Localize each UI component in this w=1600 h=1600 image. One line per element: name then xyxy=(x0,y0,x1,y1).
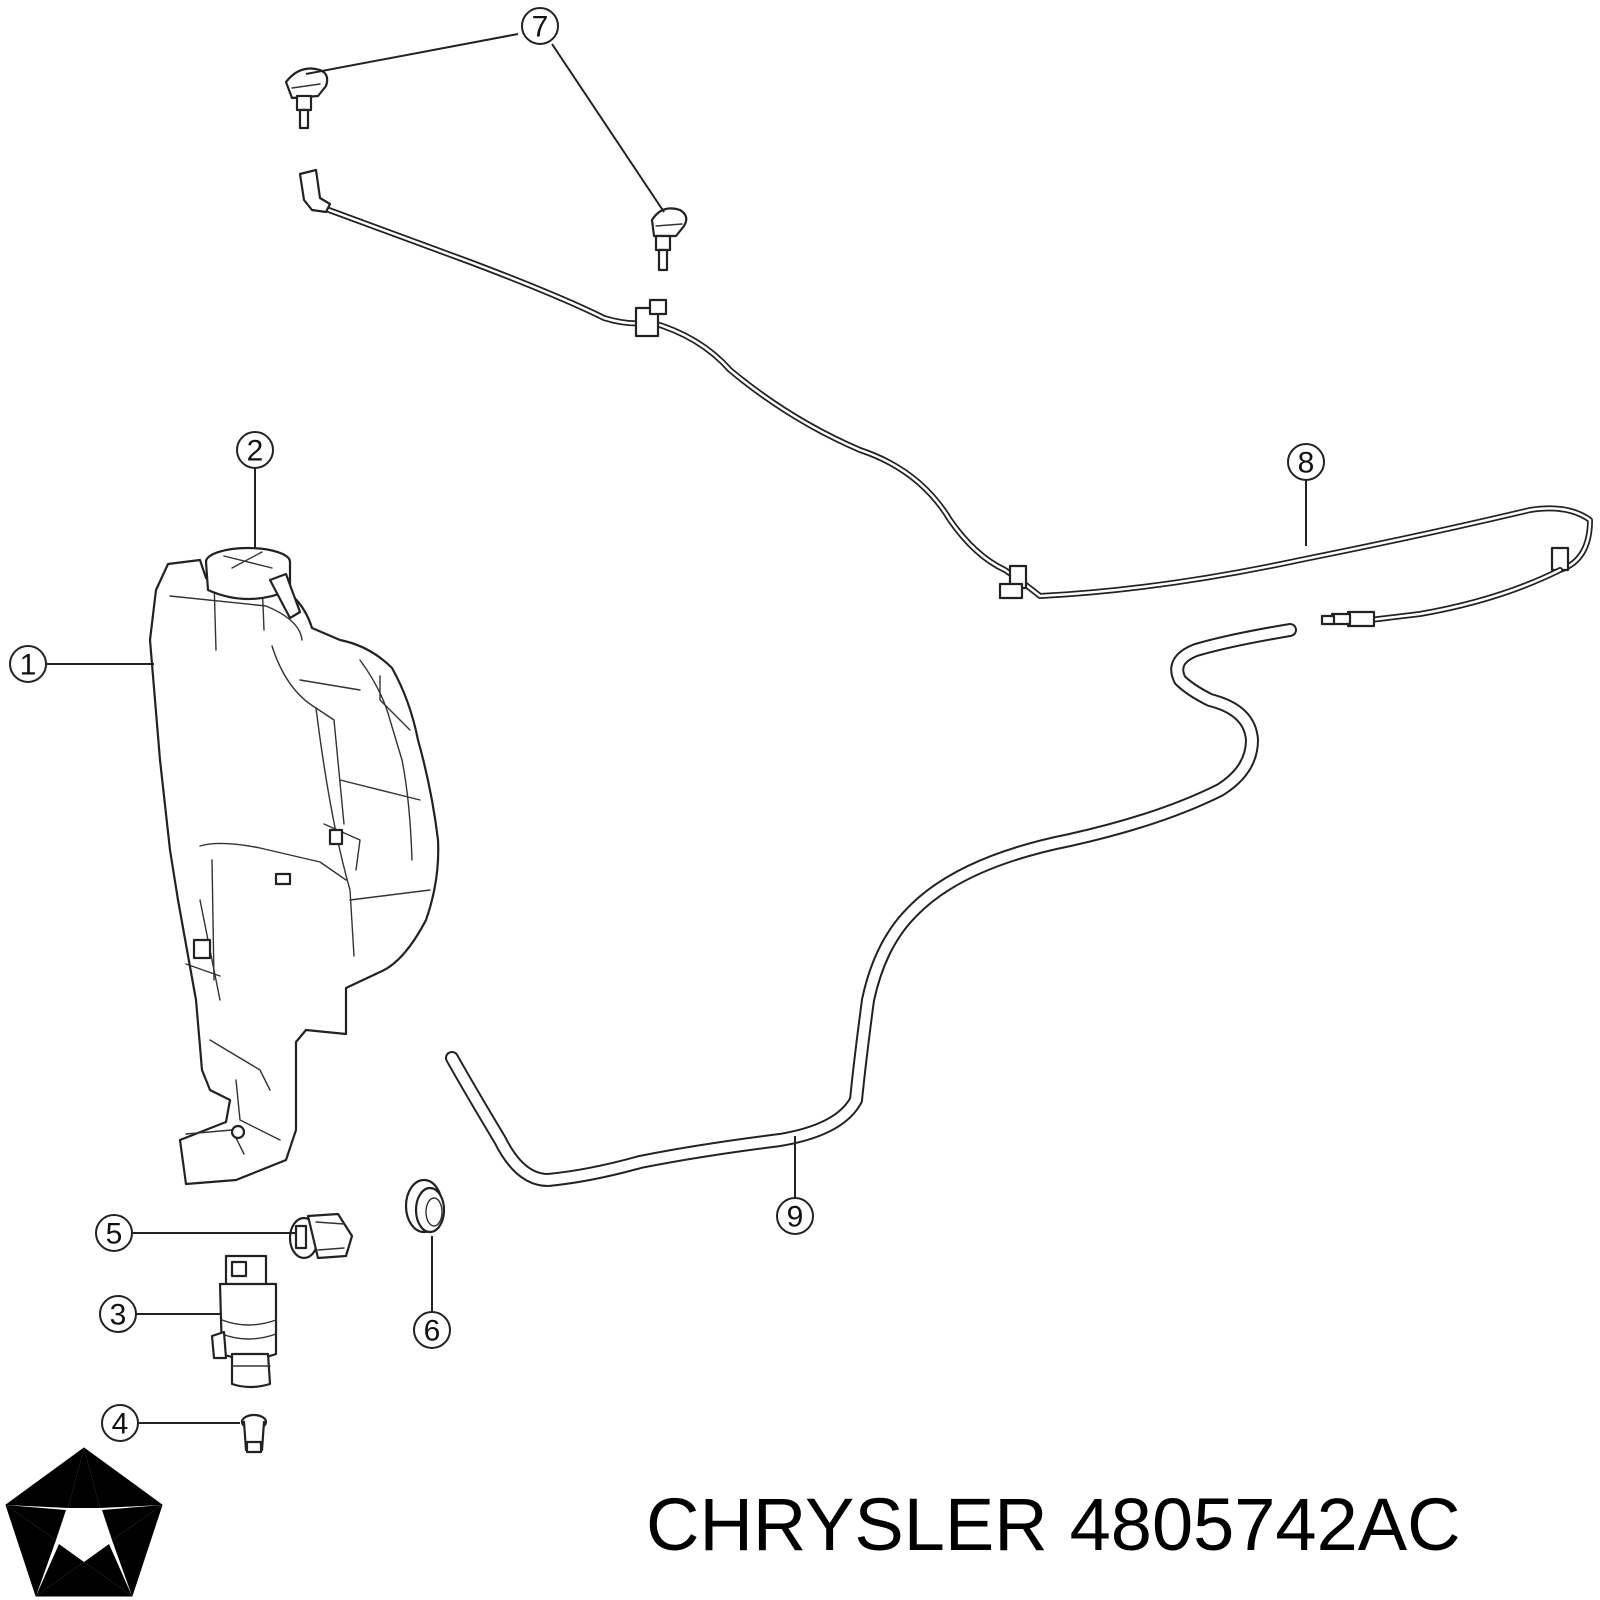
svg-text:8: 8 xyxy=(1298,447,1315,480)
washer-reservoir xyxy=(148,558,440,1186)
svg-text:7: 7 xyxy=(532,11,549,44)
svg-text:1: 1 xyxy=(20,649,37,682)
pump-filter xyxy=(240,1413,268,1454)
leader-lines xyxy=(46,33,1307,1424)
svg-text:2: 2 xyxy=(247,435,264,468)
washer-nozzle-lower xyxy=(650,207,688,272)
washer-pump xyxy=(210,1254,278,1389)
callout-1: 1 xyxy=(9,645,47,683)
callout-4: 4 xyxy=(101,1404,139,1442)
callout-7: 7 xyxy=(521,7,559,45)
level-sensor xyxy=(288,1212,354,1260)
callout-5: 5 xyxy=(95,1214,133,1252)
pentastar-logo-icon xyxy=(5,1447,163,1597)
nozzle-hose-assembly xyxy=(298,168,1593,628)
grommet xyxy=(404,1178,446,1234)
svg-text:3: 3 xyxy=(110,1299,127,1332)
part-number: 4805742AC xyxy=(1069,1483,1461,1566)
svg-text:4: 4 xyxy=(112,1408,129,1441)
reservoir-cap xyxy=(204,546,302,620)
callout-3: 3 xyxy=(99,1295,137,1333)
svg-text:9: 9 xyxy=(787,1201,804,1234)
washer-nozzle-upper xyxy=(284,67,329,130)
callout-9: 9 xyxy=(776,1197,814,1235)
callout-6: 6 xyxy=(413,1311,451,1349)
callout-8: 8 xyxy=(1287,443,1325,481)
svg-text:6: 6 xyxy=(424,1315,441,1348)
brand-name: CHRYSLER xyxy=(646,1483,1048,1566)
fill-hose xyxy=(445,623,1297,1187)
callout-2: 2 xyxy=(236,431,274,469)
leader-7b xyxy=(551,43,665,213)
brand-line: CHRYSLER 4805742AC xyxy=(646,1470,1596,1580)
svg-text:5: 5 xyxy=(106,1218,123,1251)
brand-footer: CHRYSLER 4805742AC xyxy=(646,1470,1596,1580)
leader-7a xyxy=(305,33,519,75)
